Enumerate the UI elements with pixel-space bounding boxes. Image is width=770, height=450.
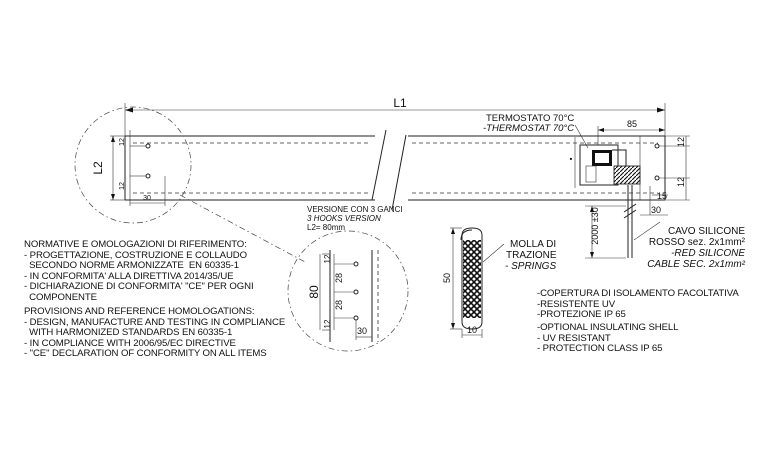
dim-15: 15: [657, 191, 667, 201]
heating-mat-outline: [124, 129, 666, 211]
thermostat-label: TERMOSTATO 70°C: [486, 113, 574, 124]
cover-notes-en: -OPTIONAL INSULATING SHELL - UV RESISTAN…: [537, 322, 679, 355]
spring-label-1: MOLLA DI: [510, 239, 556, 250]
hooks-dim-80: 80: [307, 285, 321, 299]
cable-label-4: CABLE SEC. 2x1mm²: [647, 259, 745, 270]
cover-en-line: - UV RESISTANT: [537, 332, 611, 344]
hooks-version-detail: VERSIONE CON 3 GANCI 3 HOOKS VERSION L2=…: [287, 205, 409, 352]
right-end-detail: 12 12 15 30: [640, 135, 690, 216]
cable-label-3: -RED SILICONE: [671, 248, 745, 259]
dim-12-right-bottom: 12: [676, 177, 686, 187]
cover-en-line: -OPTIONAL INSULATING SHELL: [537, 322, 679, 333]
note-en-line: WITH HARMONIZED STANDARDS EN 60335-1: [24, 327, 233, 339]
note-it-line: - DICHIARAZIONE DI CONFORMITA' "CE" PER …: [24, 281, 254, 293]
cover-it-line: -COPERTURA DI ISOLAMENTO FACOLTATIVA: [537, 288, 739, 299]
dim-30-left: 30: [143, 195, 151, 202]
dim-30-right: 30: [651, 205, 661, 215]
dim-12-bottom: 12: [119, 182, 126, 190]
spring-dim-10: 10: [467, 325, 477, 335]
left-end-detail: L2 12 12 30: [74, 106, 306, 263]
length-dimension: L1: [124, 96, 666, 136]
note-it-line: NORMATIVE E OMOLOGAZIONI DI RIFERIMENTO:: [24, 239, 247, 250]
cover-it-line: -PROTEZIONE IP 65: [537, 309, 626, 321]
hooks-dim-12b: 12: [323, 319, 332, 328]
note-en-line: - "CE" DECLARATION OF CONFORMITY ON ALL …: [24, 348, 267, 360]
hooks-dim-28a: 28: [334, 273, 344, 283]
hooks-title: VERSIONE CON 3 GANCI: [307, 205, 403, 214]
thermostat-assembly: ■ TERMOSTATO 70°C -THERMOSTAT 70°C 85: [483, 113, 665, 188]
thermostat-label-en: -THERMOSTAT 70°C: [483, 123, 574, 134]
hooks-dim-28b: 28: [334, 300, 344, 310]
dim-12-top: 12: [119, 138, 126, 146]
standards-notes-it: NORMATIVE E OMOLOGAZIONI DI RIFERIMENTO:…: [24, 239, 254, 304]
cable-length: 2000 ±30: [590, 207, 600, 244]
note-it-line: - IN CONFORMITA' ALLA DIRETTIVA 2014/35/…: [24, 270, 234, 282]
note-it-line: COMPONENTE: [24, 291, 97, 303]
cable: 2000 ±30 CAVO SILICONE ROSSO sez. 2x1mm²…: [585, 185, 746, 270]
note-en-line: PROVISIONS AND REFERENCE HOMOLOGATIONS:: [24, 306, 255, 317]
note-en-line: - IN COMPLIANCE WITH 2006/95/EC DIRECTIV…: [24, 337, 236, 349]
note-it-line: - PROGETTAZIONE, COSTRUZIONE E COLLAUDO: [24, 249, 247, 261]
note-it-line: SECONDO NORME ARMONIZZATE EN 60335-1: [24, 260, 240, 272]
cable-label-1: CAVO SILICONE: [668, 226, 745, 237]
hooks-l2-note: L2= 80mm: [307, 223, 345, 232]
hooks-dim-30: 30: [357, 326, 367, 336]
svg-text:■: ■: [568, 157, 573, 160]
width-label: L2: [91, 161, 105, 175]
dim-12-right-top: 12: [676, 137, 686, 147]
dim-85: 85: [627, 119, 637, 129]
cover-it-line: -RESISTENTE UV: [537, 298, 616, 310]
spring-label-2: TRAZIONE: [506, 250, 557, 261]
note-en-line: - DESIGN, MANUFACTURE AND TESTING IN COM…: [24, 316, 286, 328]
spring-detail: 50 10 MOLLA DI TRAZIONE - SPRINGS: [442, 227, 557, 338]
cover-notes-it: -COPERTURA DI ISOLAMENTO FACOLTATIVA -RE…: [537, 288, 739, 321]
hooks-title-en: 3 HOOKS VERSION: [307, 214, 381, 223]
standards-notes-en: PROVISIONS AND REFERENCE HOMOLOGATIONS: …: [24, 306, 286, 360]
cover-en-line: - PROTECTION CLASS IP 65: [537, 343, 663, 355]
hooks-dim-12a: 12: [323, 254, 332, 263]
cable-label-2: ROSSO sez. 2x1mm²: [649, 237, 746, 248]
length-label: L1: [393, 96, 407, 110]
spring-dim-50: 50: [442, 273, 452, 283]
spring-label-en: - SPRINGS: [505, 261, 556, 272]
